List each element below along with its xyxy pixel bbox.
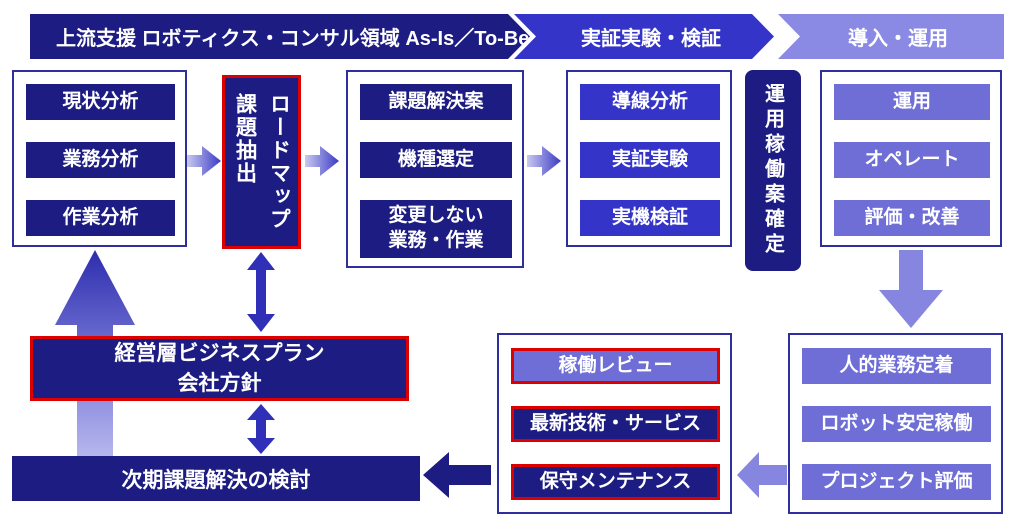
roadmap-issue-extraction-label: ロードマップ 課題抽出 [233, 93, 291, 231]
right-arrow-icon-1 [187, 146, 221, 176]
phase-banner-deployment: 導入・運用 [778, 14, 1004, 59]
double-arrow-icon-2 [247, 404, 275, 454]
phase-banner-poc: 実証実験・検証 [514, 14, 774, 59]
operation-item-evaluate-improve: 評価・改善 [834, 200, 990, 236]
business-plan-box: 経営層ビジネスプラン 会社方針 [30, 336, 409, 401]
analysis-item-business: 業務分析 [26, 142, 175, 178]
right-arrow-icon-2 [305, 146, 339, 176]
establishment-item-project-evaluation: プロジェクト評価 [802, 464, 991, 500]
phase-banner-deployment-label: 導入・運用 [848, 28, 948, 50]
poc-item-experiment: 実証実験 [580, 142, 720, 178]
operation-plan-box: 運用稼働案確定 [745, 70, 801, 271]
next-issue-bar: 次期課題解決の検討 [12, 456, 420, 501]
solution-group: 課題解決案 機種選定 変更しない 業務・作業 [346, 70, 524, 268]
establishment-item-robot-stability: ロボット安定稼働 [802, 406, 991, 442]
double-arrow-icon-1 [247, 252, 275, 332]
down-arrow-icon [879, 250, 943, 328]
roadmap-issue-extraction-box: ロードマップ 課題抽出 [222, 75, 301, 249]
left-arrow-icon-2 [423, 452, 491, 498]
analysis-item-work: 作業分析 [26, 200, 175, 236]
solution-item-proposal: 課題解決案 [360, 84, 512, 120]
left-arrow-icon-1 [737, 452, 787, 498]
phase-banner-upstream: 上流支援 ロボティクス・コンサル領域 As-Is／To-Be [30, 14, 530, 59]
solution-item-model-selection: 機種選定 [360, 142, 512, 178]
establishment-item-human-fixation: 人的業務定着 [802, 348, 991, 384]
solution-item-unchanged-work: 変更しない 業務・作業 [360, 200, 512, 258]
operation-item-run: 運用 [834, 84, 990, 120]
right-arrow-icon-3 [527, 146, 561, 176]
poc-item-machine-verification: 実機検証 [580, 200, 720, 236]
analysis-group: 現状分析 業務分析 作業分析 [12, 70, 187, 247]
maintenance-item-operation-review: 稼働レビュー [511, 348, 720, 384]
maintenance-item-latest-technology: 最新技術・サービス [511, 406, 720, 442]
poc-item-flow-analysis: 導線分析 [580, 84, 720, 120]
maintenance-item-maintenance: 保守メンテナンス [511, 464, 720, 500]
poc-group: 導線分析 実証実験 実機検証 [566, 70, 732, 247]
maintenance-group: 稼働レビュー 最新技術・サービス 保守メンテナンス [497, 333, 732, 514]
operation-plan-label: 運用稼働案確定 [761, 83, 784, 258]
phase-banner-poc-label: 実証実験・検証 [581, 28, 721, 50]
operation-group: 運用 オペレート 評価・改善 [820, 70, 1002, 247]
analysis-item-current: 現状分析 [26, 84, 175, 120]
operation-item-operate: オペレート [834, 142, 990, 178]
establishment-group: 人的業務定着 ロボット安定稼働 プロジェクト評価 [788, 333, 1003, 514]
phase-banner-upstream-label: 上流支援 ロボティクス・コンサル領域 As-Is／To-Be [56, 28, 530, 50]
